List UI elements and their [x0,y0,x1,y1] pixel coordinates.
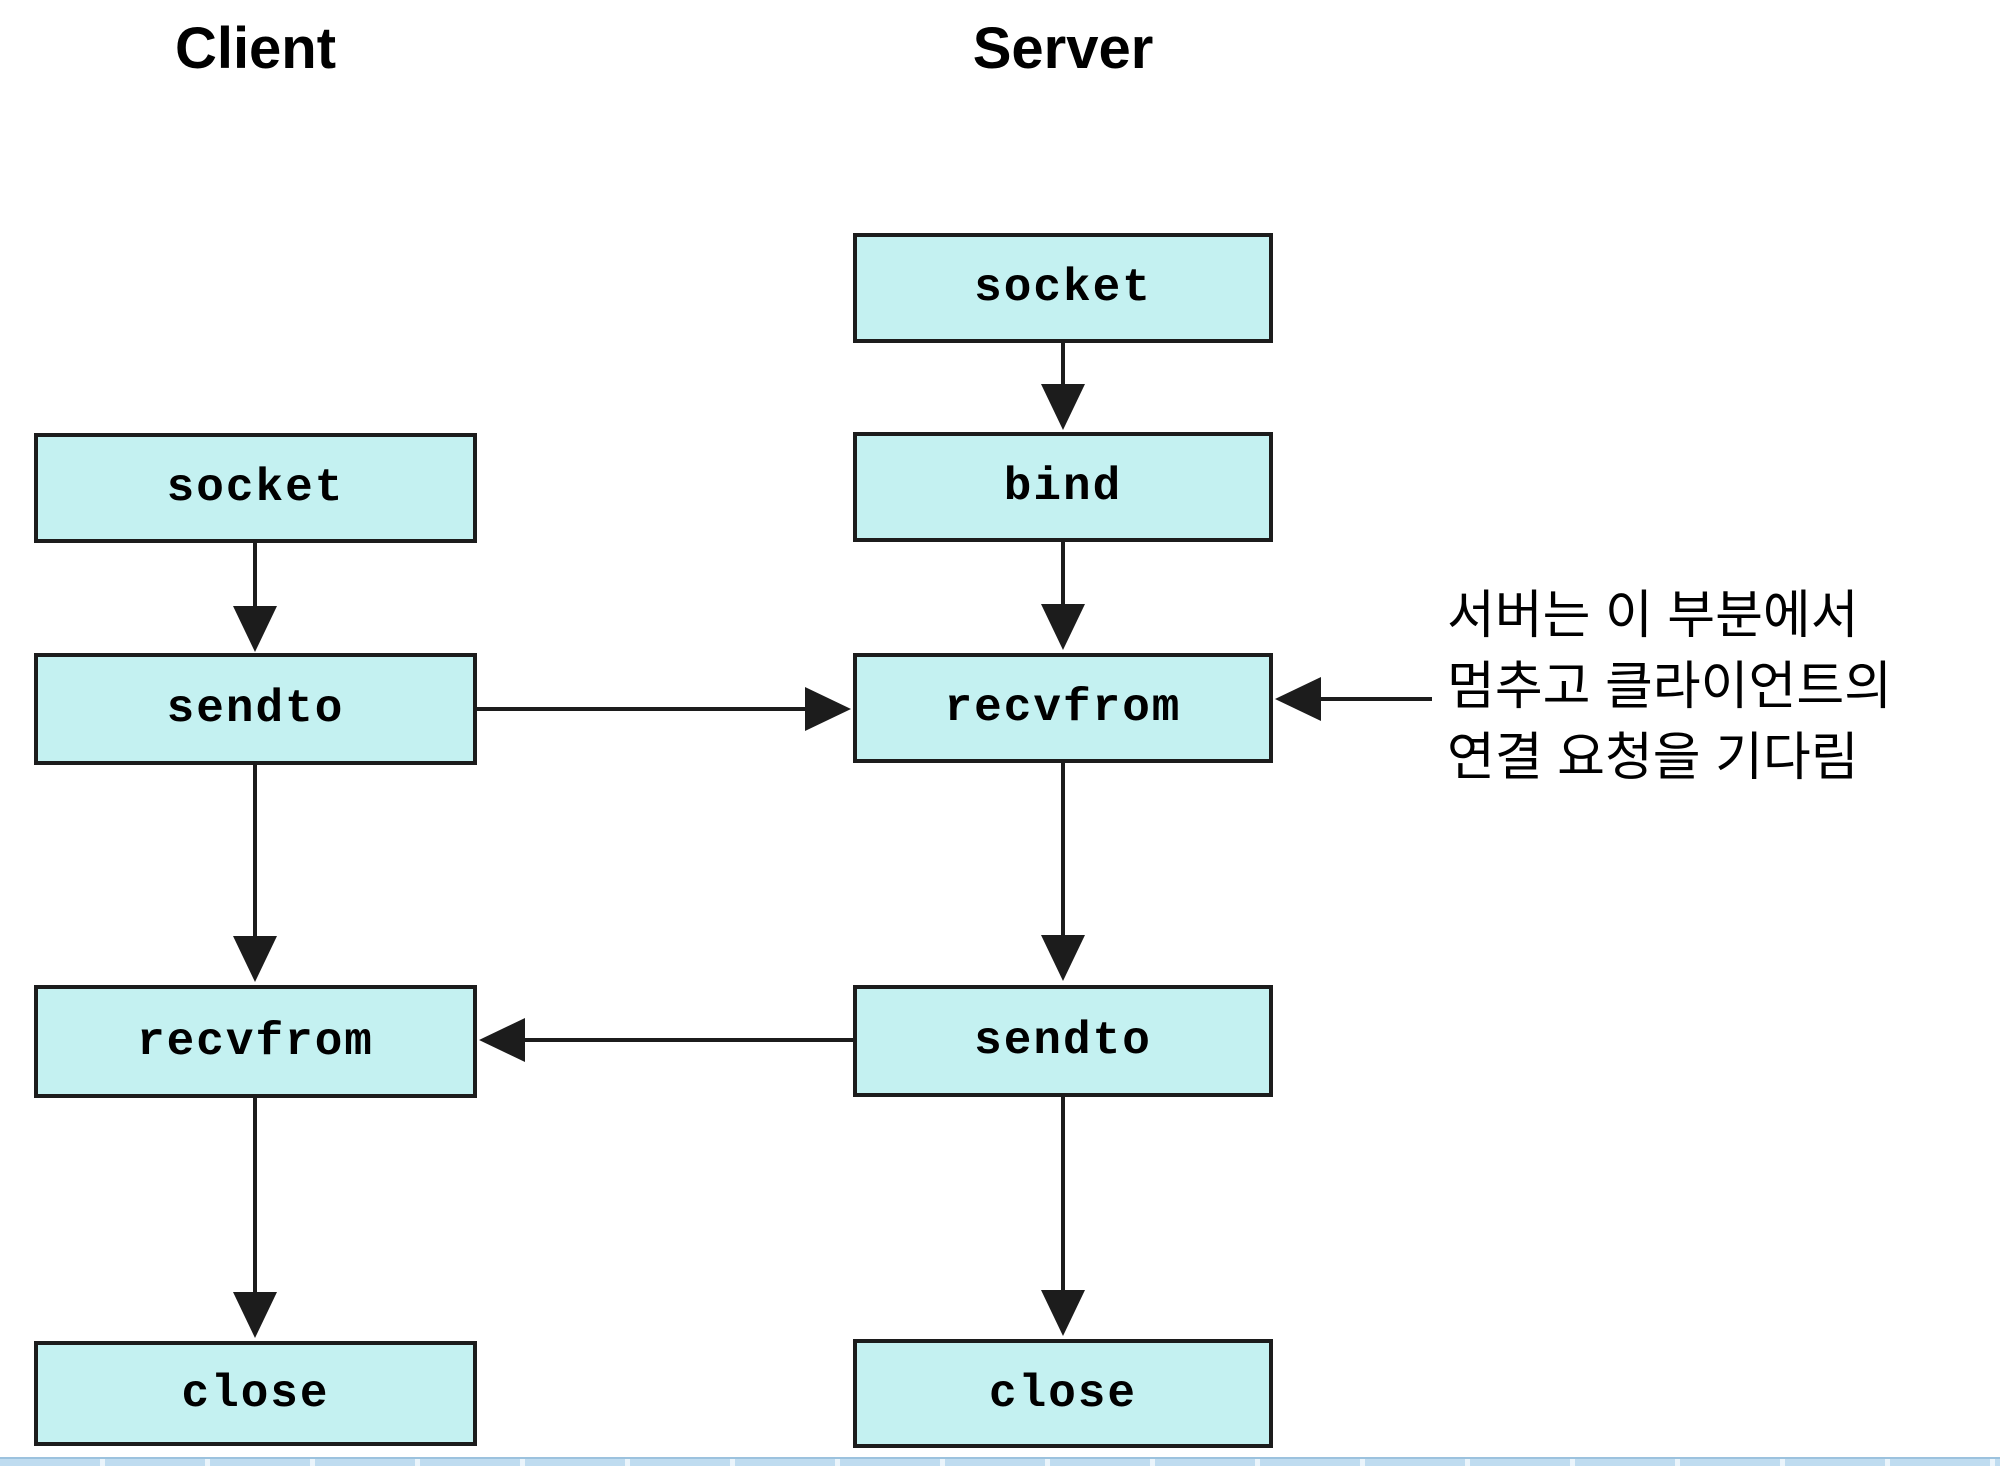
client-recvfrom-box: recvfrom [34,985,477,1098]
arrow-client-socket-to-sendto [233,543,277,652]
client-column-header: Client [174,15,337,81]
arrow-server-bind-to-recvfrom [1041,542,1085,650]
arrow-server-sendto-to-close [1041,1097,1085,1336]
server-recvfrom-box: recvfrom [853,653,1273,763]
client-socket-box: socket [34,433,477,543]
server-column-header: Server [972,15,1154,81]
arrow-server-sendto-to-client-recvfrom [479,1018,853,1062]
server-bind-box: bind [853,432,1273,542]
client-close-box: close [34,1341,477,1446]
server-close-box: close [853,1339,1273,1448]
client-sendto-box: sendto [34,653,477,765]
arrow-client-sendto-to-server-recvfrom [477,687,851,731]
arrow-server-recvfrom-to-sendto [1041,763,1085,981]
bottom-edge-strip [0,1457,2000,1466]
arrow-annotation-to-server-recvfrom [1275,677,1432,721]
arrow-client-sendto-to-recvfrom [233,765,277,982]
server-socket-box: socket [853,233,1273,343]
server-wait-annotation: 서버는 이 부분에서 멈추고 클라이언트의 연결 요청을 기다림 [1447,587,1893,787]
arrow-client-recvfrom-to-close [233,1098,277,1338]
server-sendto-box: sendto [853,985,1273,1097]
arrow-server-socket-to-bind [1041,343,1085,430]
